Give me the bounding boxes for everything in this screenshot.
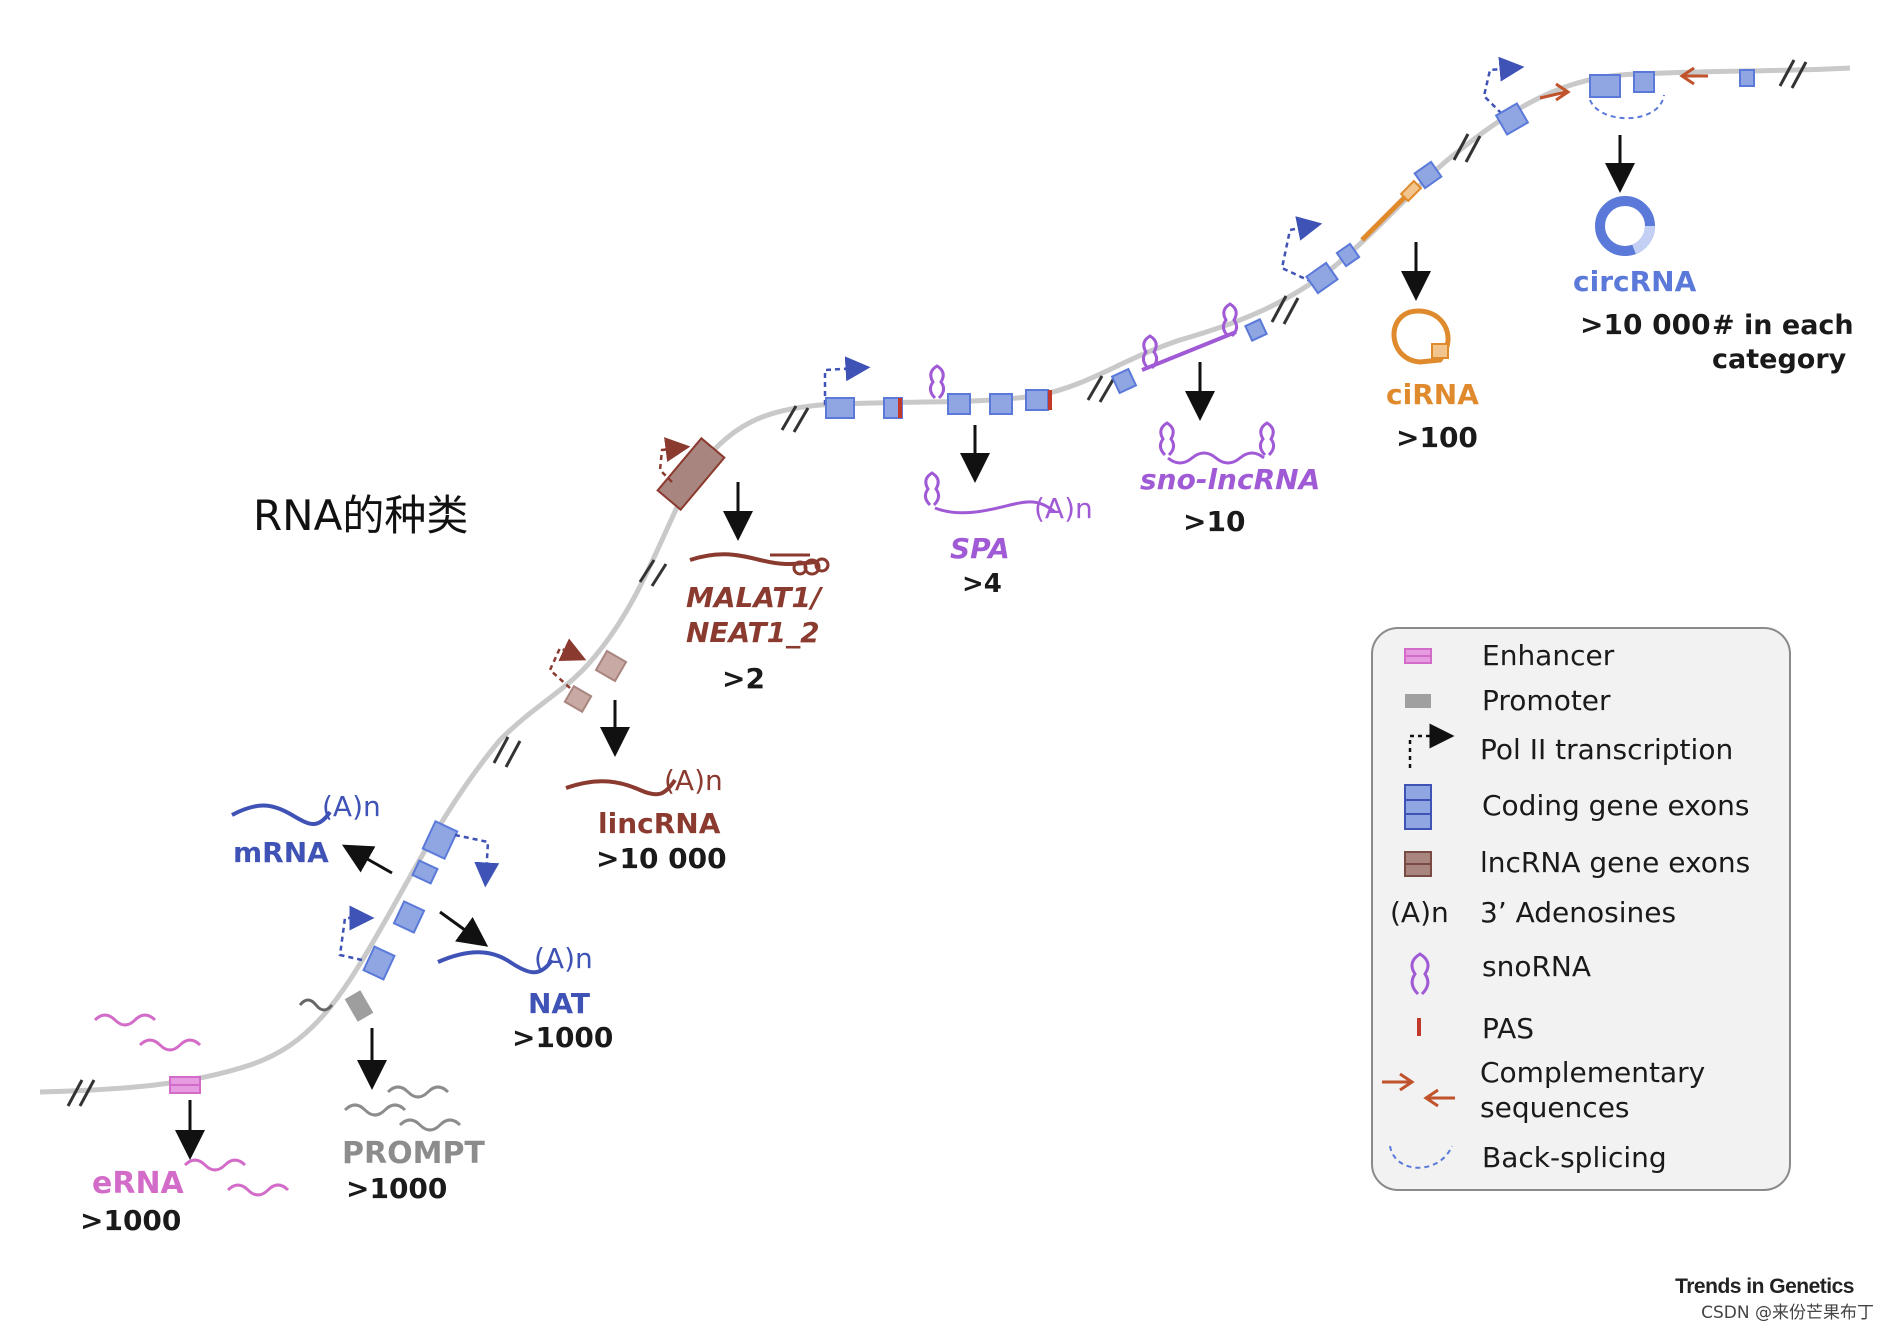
sno-lncrna-gene-snornas xyxy=(1141,302,1239,370)
cirna-count: >100 xyxy=(1396,421,1478,454)
legend-promoter-label: Promoter xyxy=(1482,684,1611,717)
legend-pol2-label: Pol II transcription xyxy=(1480,733,1733,766)
spa-count: >4 xyxy=(962,569,1002,599)
circrna-gene-exons xyxy=(1494,69,1755,136)
nat-transcript xyxy=(437,950,554,975)
prompt-label: PROMPT xyxy=(342,1136,485,1171)
lincrna-label: lincRNA xyxy=(598,807,721,840)
nat-count: >1000 xyxy=(512,1021,613,1054)
legend-complementary-label-line2: sequences xyxy=(1480,1091,1630,1124)
category-note-line2: category xyxy=(1712,344,1847,375)
legend-pas-label: PAS xyxy=(1482,1012,1534,1045)
sno-lncrna-label: sno-lncRNA xyxy=(1140,463,1320,496)
pol2-arrow-malat xyxy=(658,437,691,483)
legend-enhancer-label: Enhancer xyxy=(1482,639,1615,672)
legend-box xyxy=(1371,627,1791,1191)
sno-lncrna-exons xyxy=(1110,318,1268,395)
spa-label: SPA xyxy=(950,532,1010,565)
pol2-arrow-nat xyxy=(454,833,500,888)
sno-lncrna-intron xyxy=(1141,330,1237,372)
prompt-transcripts xyxy=(343,1085,462,1132)
nat-polya: (A)n xyxy=(534,942,593,975)
pol2-arrow-cirna xyxy=(1280,216,1323,284)
erna-count: >1000 xyxy=(80,1204,181,1237)
legend-back-splicing-icon xyxy=(1389,1145,1453,1169)
break-marks xyxy=(66,59,1808,1107)
legend-snorna-label: snoRNA xyxy=(1482,950,1591,983)
legend-snorna-icon xyxy=(1410,952,1430,996)
legend-lncrna-exon-icon xyxy=(1404,851,1432,877)
mrna-polya: (A)n xyxy=(322,790,381,823)
circrna-count: >10 000 xyxy=(1580,308,1711,341)
cirna-intron xyxy=(1360,190,1412,242)
legend-complementary-icon xyxy=(1382,1072,1455,1108)
snorna-on-gene xyxy=(928,364,946,400)
journal-credit: Trends in Genetics xyxy=(1675,1275,1854,1298)
chromosome-line xyxy=(39,65,1851,1095)
legend-coding-exon-label: Coding gene exons xyxy=(1482,789,1749,822)
spa-polya: (A)n xyxy=(1034,492,1093,525)
spa-gene-exons xyxy=(825,389,1049,419)
legend-coding-exon-icon xyxy=(1404,784,1432,830)
cirna-gene-exons xyxy=(1305,160,1443,295)
legend-polya-label: 3’ Adenosines xyxy=(1480,896,1676,929)
legend-polya-icon: (A)n xyxy=(1390,896,1449,929)
malat-label-line1: MALAT1/ xyxy=(686,581,824,614)
lincrna-transcript xyxy=(565,778,677,797)
nat-arrow xyxy=(439,910,489,947)
legend-lncrna-exon-label: lncRNA gene exons xyxy=(1480,846,1750,879)
mrna-label: mRNA xyxy=(233,836,329,869)
legend-enhancer-icon xyxy=(1404,648,1432,664)
malat-count: >2 xyxy=(722,662,765,695)
lincrna-count: >10 000 xyxy=(596,842,727,875)
cirna-label: ciRNA xyxy=(1386,378,1479,411)
legend-back-splicing-label: Back-splicing xyxy=(1482,1141,1667,1174)
complementary-arrows-on-gene xyxy=(1539,66,1708,102)
mrna-transcript xyxy=(231,803,332,826)
malat-exon xyxy=(656,436,726,512)
mrna-arrow xyxy=(341,844,393,875)
erna-transcripts xyxy=(93,1013,290,1197)
legend-promoter-icon xyxy=(1405,694,1431,708)
erna-label: eRNA xyxy=(92,1166,185,1201)
sno-lncrna-count: >10 xyxy=(1183,505,1245,538)
cirna-lariat-icon xyxy=(1391,308,1451,365)
prompt-small-transcript xyxy=(298,998,334,1012)
nat-label: NAT xyxy=(528,987,590,1020)
category-note-line1: # in each xyxy=(1712,310,1854,341)
malat-triple-helix-icon xyxy=(770,553,830,576)
circrna-label: circRNA xyxy=(1573,265,1697,298)
legend-complementary-label-line1: Complementary xyxy=(1480,1056,1705,1089)
cirna-branchpoint xyxy=(1399,179,1423,203)
coding-gene-exons xyxy=(362,820,459,981)
watermark: CSDN @来份芒果布丁 xyxy=(1701,1303,1874,1323)
pol2-arrow-spa xyxy=(823,356,871,405)
back-splicing-arc xyxy=(1589,94,1665,120)
sno-lncrna-transcript xyxy=(1158,421,1276,465)
prompt-count: >1000 xyxy=(346,1172,447,1205)
pol2-arrow-lincrna xyxy=(548,638,587,689)
promoter-element xyxy=(344,990,374,1022)
pas-marks xyxy=(898,390,1052,418)
pol2-arrow-mrna xyxy=(338,905,375,962)
legend-pol2-icon xyxy=(1408,723,1455,768)
pol2-arrow-circrna xyxy=(1482,56,1525,121)
circrna-circle-icon xyxy=(1595,196,1655,256)
lincrna-polya: (A)n xyxy=(664,764,723,797)
spa-transcript xyxy=(923,471,1056,515)
lincrna-exons xyxy=(563,649,628,714)
enhancer-element xyxy=(169,1076,201,1094)
legend: Enhancer Promoter Pol II transcription C… xyxy=(1371,627,1791,1191)
page-title: RNA的种类 xyxy=(253,491,469,540)
malat-label-line2: NEAT1_2 xyxy=(686,616,820,649)
